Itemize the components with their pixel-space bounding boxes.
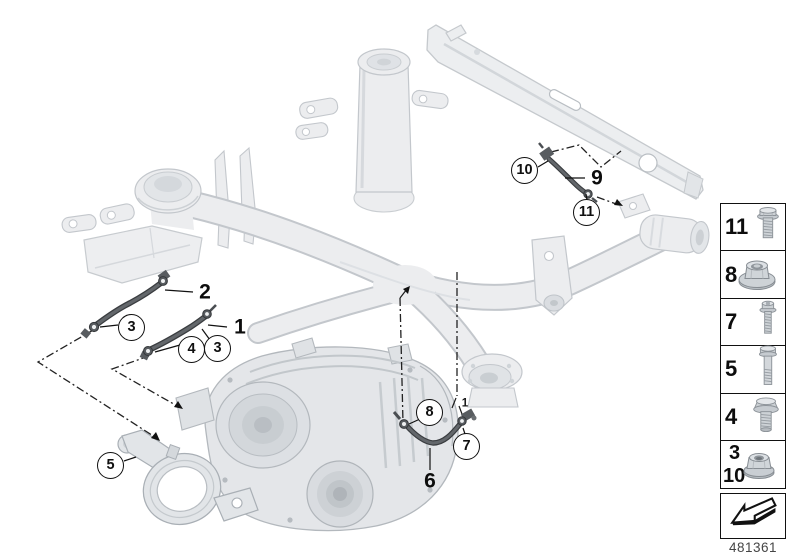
ground-cable-2 — [80, 269, 171, 339]
ground-cable-1 — [139, 304, 217, 361]
callout-2[interactable]: 2 — [199, 280, 211, 304]
legend-label: 7 — [725, 308, 738, 334]
legend-label: 11 — [725, 214, 749, 240]
legend-item-3-10[interactable]: 3 10 — [721, 440, 785, 489]
callout-1[interactable]: 1 — [234, 315, 246, 339]
callout-ref-1: 1 — [461, 397, 469, 410]
legend-label: 5 — [725, 356, 738, 382]
support-bracket — [117, 429, 259, 526]
legend-label: 3 — [729, 441, 741, 464]
ground-cables — [80, 142, 598, 446]
prev-diagram-arrow-icon — [725, 495, 781, 538]
flange-bolt-icon — [750, 204, 784, 251]
flange-nut-icon — [739, 444, 779, 485]
transfer-case — [175, 337, 459, 532]
prev-diagram-button[interactable] — [720, 493, 786, 539]
callout-3a[interactable]: 3 — [118, 314, 145, 341]
small-flange-bolt-icon — [750, 298, 784, 345]
heat-shield — [83, 225, 203, 284]
diagram-part-number: 481361 — [728, 540, 778, 555]
flange-nut-large-icon — [735, 253, 779, 296]
legend-item-7[interactable]: 7 — [721, 298, 785, 347]
legend-item-11[interactable]: 11 — [721, 204, 785, 252]
callout-8[interactable]: 8 — [416, 399, 443, 426]
callout-10[interactable]: 10 — [511, 157, 538, 184]
legend-label: 8 — [725, 261, 738, 287]
ground-cable-9 — [538, 142, 598, 203]
legend-item-8[interactable]: 8 — [721, 251, 785, 299]
legend-item-5[interactable]: 5 — [721, 345, 785, 394]
subframe — [61, 48, 710, 408]
callout-5[interactable]: 5 — [97, 452, 124, 479]
callout-7[interactable]: 7 — [453, 433, 480, 460]
callout-9[interactable]: 9 — [591, 166, 603, 190]
ground-cable-6 — [392, 408, 477, 446]
callout-6[interactable]: 6 — [424, 469, 436, 493]
long-hex-bolt-icon — [750, 345, 784, 394]
leader-lines — [99, 160, 588, 470]
hex-flange-bolt-icon — [748, 393, 784, 440]
fastener-legend: 11 8 — [720, 203, 786, 490]
callout-11[interactable]: 11 — [573, 199, 600, 226]
legend-item-4[interactable]: 4 — [721, 393, 785, 441]
brace-bar — [426, 24, 704, 200]
legend-label-secondary: 10 — [723, 465, 746, 488]
locator-marks — [399, 288, 463, 415]
callout-4[interactable]: 4 — [178, 336, 205, 363]
legend-label: 4 — [725, 403, 738, 429]
callout-3b[interactable]: 3 — [204, 335, 231, 362]
